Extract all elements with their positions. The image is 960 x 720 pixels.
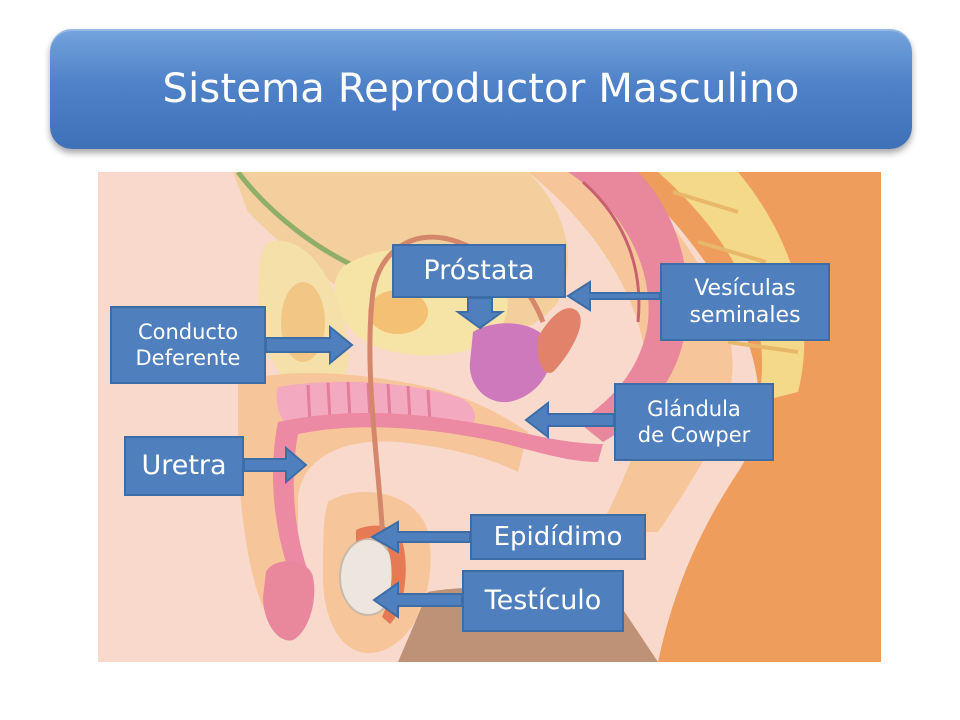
- glans: [263, 561, 315, 641]
- label-vesiculas-line1: Vesículas: [694, 275, 796, 301]
- vertebrae: [658, 172, 805, 402]
- label-glandula-line2: de Cowper: [637, 423, 751, 447]
- label-conducto: Conducto Deferente: [110, 306, 266, 384]
- label-vesiculas-line2: seminales: [689, 303, 801, 328]
- page-title: Sistema Reproductor Masculino: [162, 66, 800, 112]
- label-glandula-line1: Glándula: [647, 396, 741, 421]
- seminal-vesicle: [537, 308, 581, 373]
- rectum: [568, 172, 688, 442]
- label-testiculo-text: Testículo: [484, 585, 602, 617]
- label-epididimo: Epidídimo: [470, 514, 646, 560]
- label-glandula: Glándula de Cowper: [614, 383, 774, 461]
- penis-shaft: [238, 372, 528, 622]
- urethra-tube: [273, 412, 603, 582]
- title-banner: Sistema Reproductor Masculino: [50, 29, 912, 149]
- label-prostata-text: Próstata: [423, 255, 535, 287]
- label-conducto-line2: Deferente: [135, 346, 241, 370]
- label-uretra: Uretra: [124, 436, 244, 496]
- label-testiculo: Testículo: [462, 570, 624, 632]
- label-vesiculas: Vesículas seminales: [660, 263, 830, 341]
- label-prostata: Próstata: [392, 244, 566, 298]
- label-conducto-line1: Conducto: [137, 319, 239, 344]
- label-uretra-text: Uretra: [141, 450, 227, 482]
- label-epididimo-text: Epidídimo: [493, 521, 623, 552]
- prostate: [469, 323, 551, 403]
